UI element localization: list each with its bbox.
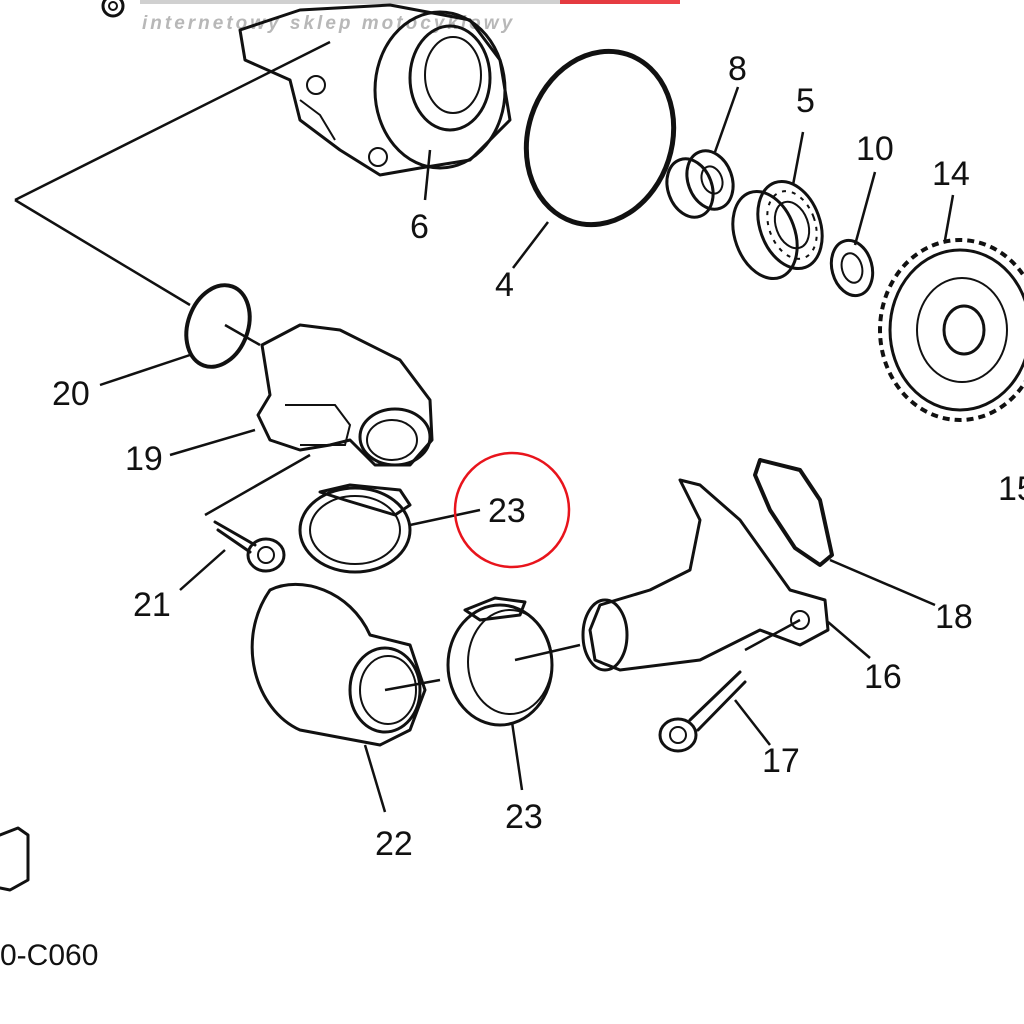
- callout-20: 20: [52, 375, 90, 413]
- part-5-bearing: [731, 179, 824, 281]
- part-8-bearing: [665, 149, 735, 219]
- callout-6: 6: [410, 208, 429, 246]
- fragment-left-edge: [0, 826, 30, 892]
- drawing-code: 0-C060: [0, 939, 98, 972]
- callout-16: 16: [864, 658, 902, 696]
- leader-lines: [14, 40, 955, 813]
- callout-labels: 6 4 8 5 10 14 15 20 19 23 21 18 16 17 22…: [52, 50, 1024, 863]
- highlight-circle: [453, 451, 571, 569]
- part-16-outlet-pipe: [581, 478, 830, 672]
- part-18-o-ring: [753, 458, 834, 567]
- callout-19: 19: [125, 440, 163, 478]
- part-6-pump-housing: [238, 3, 512, 177]
- part-23-hose-clamp-top: [298, 483, 412, 574]
- part-4-o-ring: [523, 48, 677, 228]
- callout-18: 18: [935, 598, 973, 636]
- callout-4: 4: [495, 266, 514, 304]
- callout-17: 17: [762, 742, 800, 780]
- watermark-logo: internetowy sklep motocyklowy: [140, 0, 680, 34]
- part-20-o-ring: [184, 283, 252, 369]
- part-22-hose: [250, 582, 427, 747]
- watermark-text: internetowy sklep motocyklowy: [142, 13, 515, 34]
- fragment-top-left: [101, 0, 125, 18]
- callout-8: 8: [728, 50, 747, 88]
- callout-5: 5: [796, 82, 815, 120]
- callout-10: 10: [856, 130, 894, 168]
- callout-23-bottom: 23: [505, 798, 543, 836]
- part-23-hose-clamp-bottom: [446, 596, 554, 727]
- callout-14: 14: [932, 155, 970, 193]
- part-10-washer: [829, 238, 875, 298]
- callout-23-top: 23: [488, 492, 526, 530]
- part-19-water-pipe: [256, 323, 434, 467]
- part-14-gear: [878, 238, 1024, 422]
- part-21-bolt: [213, 520, 286, 573]
- part-17-bolt: [658, 670, 747, 753]
- callout-22: 22: [375, 825, 413, 863]
- callout-15: 15: [998, 470, 1024, 508]
- callout-21: 21: [133, 586, 171, 624]
